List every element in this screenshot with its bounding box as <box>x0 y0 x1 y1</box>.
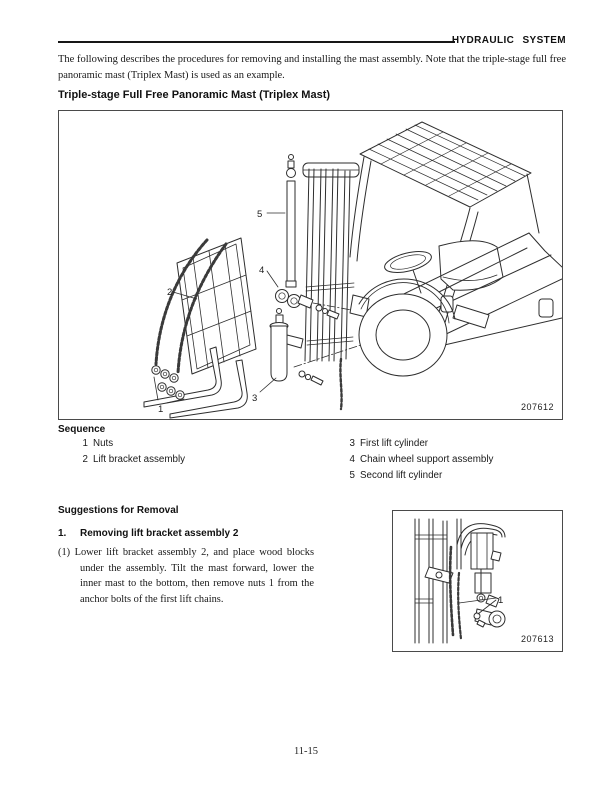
sequence-heading: Sequence <box>58 424 106 435</box>
legend-item: 3 First lift cylinder <box>349 438 429 449</box>
mast-chains-illustration: 1 <box>414 518 506 644</box>
sequence-list-right: 3 First lift cylinder 4 Chain wheel supp… <box>347 436 494 484</box>
figure-mast-chains: 1 207613 <box>392 510 563 652</box>
callout-2: 2 <box>167 287 172 298</box>
sequence-list-left: 1 Nuts 2 Lift bracket assembly <box>80 436 185 468</box>
legend-item: 1 Nuts <box>82 438 114 449</box>
legend-item: 4 Chain wheel support assembly <box>349 454 494 465</box>
figure-mast-overview: 5 4 2 3 1 207612 <box>58 110 563 420</box>
section-heading: Triple-stage Full Free Panoramic Mast (T… <box>58 89 331 101</box>
callout-3: 3 <box>252 393 257 404</box>
step-title-text: Removing lift bracket assembly 2 <box>80 528 239 539</box>
intro-paragraph: The following describes the procedures f… <box>58 54 566 81</box>
callout-1: 1 <box>158 404 163 415</box>
step-title: 1. Removing lift bracket assembly 2 <box>58 528 238 539</box>
mast-overview-illustration: 5 4 2 3 1 <box>143 121 562 419</box>
figure-number: 207613 <box>520 634 554 644</box>
callout-5: 5 <box>257 209 262 220</box>
legend-item: 5 Second lift cylinder <box>349 470 443 481</box>
legend-item: 2 Lift bracket assembly <box>82 454 186 465</box>
header-rule <box>58 41 455 43</box>
callout-4: 4 <box>259 265 264 276</box>
step-paragraph: (1) Lower lift bracket assembly 2, and p… <box>58 547 314 605</box>
page-number: 11-15 <box>293 746 319 757</box>
header-title: HYDRAULIC SYSTEM <box>451 35 566 46</box>
callout-1: 1 <box>498 595 503 606</box>
step-number: 1. <box>58 528 67 539</box>
suggestions-heading: Suggestions for Removal <box>58 505 179 516</box>
figure-number: 207612 <box>520 402 554 412</box>
